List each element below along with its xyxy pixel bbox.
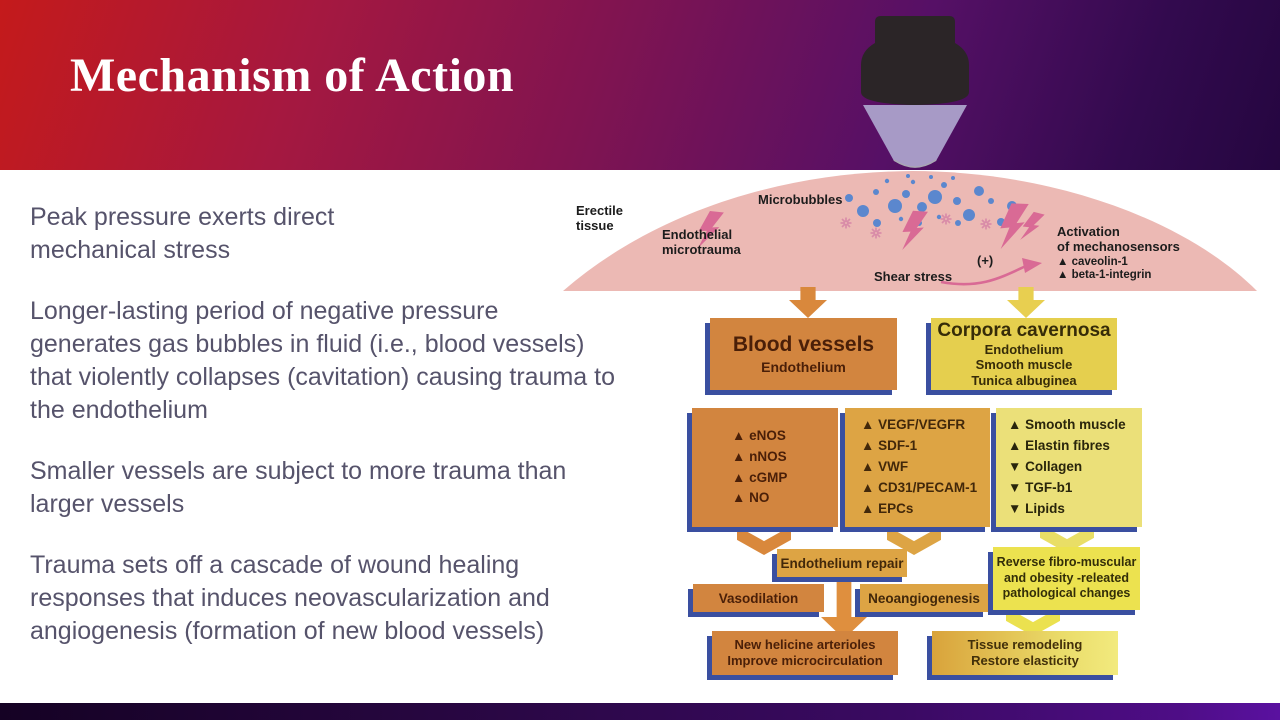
- paragraph-peak-pressure: Peak pressure exerts direct mechanical s…: [30, 203, 335, 264]
- box-vegf-mediators: ▲ VEGF/VEGFR ▲ SDF-1 ▲ VWF ▲ CD31/PECAM-…: [845, 408, 990, 527]
- header-band: Mechanism of Action: [0, 0, 1280, 170]
- box-endothelium-repair: Endothelium repair: [777, 549, 907, 577]
- reverse-pathological-label: Reverse fibro-muscular and obesity -rele…: [996, 555, 1137, 601]
- list-item: ▲ VWF: [861, 459, 909, 475]
- box-blood-vessels: Blood vessels Endothelium: [710, 318, 897, 390]
- paragraph-smaller-vessels: Smaller vessels are subject to more trau…: [30, 457, 567, 518]
- cavitation-star-icons: [840, 213, 992, 239]
- list-item: ▲ NO: [732, 490, 770, 506]
- list-item: ▲ cGMP: [732, 469, 788, 485]
- arrow-down-to-blood-vessels: [789, 287, 827, 318]
- corpora-line: Endothelium: [984, 341, 1064, 357]
- list-item: ▼ TGF-b1: [1008, 479, 1073, 495]
- label-caveolin: ▲ caveolin-1: [1057, 256, 1128, 268]
- list-item: ▼ Collagen: [1008, 459, 1083, 475]
- page-title: Mechanism of Action: [70, 49, 515, 102]
- list-item: ▼ Lipids: [1008, 500, 1065, 516]
- label-microbubbles: Microbubbles: [758, 192, 843, 207]
- arrow-down-to-corpora: [1007, 287, 1045, 318]
- box-vasodilation: Vasodilation: [693, 584, 824, 612]
- label-erectile-tissue: Erectile tissue: [576, 203, 623, 233]
- label-activation-mechanosensors: Activation of mechanosensors: [1057, 224, 1180, 254]
- box-tissue-mediators: ▲ Smooth muscle ▲ Elastin fibres ▼ Colla…: [996, 408, 1142, 527]
- list-item: ▲ EPCs: [861, 500, 914, 516]
- endothelium-repair-label: Endothelium repair: [780, 555, 904, 571]
- box-corpora-cavernosa: Corpora cavernosa Endothelium Smooth mus…: [931, 318, 1117, 390]
- list-item: ▲ Smooth muscle: [1008, 417, 1126, 433]
- label-endothelial-microtrauma: Endothelial microtrauma: [662, 227, 741, 257]
- list-item: ▲ Elastin fibres: [1008, 438, 1110, 454]
- helicine-label: New helicine arterioles Improve microcir…: [727, 636, 883, 668]
- box-enos-mediators: ▲ eNOS ▲ nNOS ▲ cGMP ▲ NO: [692, 408, 838, 527]
- corpora-line: Smooth muscle: [975, 357, 1073, 373]
- list-item: ▲ nNOS: [732, 448, 787, 464]
- microbubbles-cluster: [845, 174, 1017, 227]
- footer-band: [0, 703, 1280, 720]
- box-reverse-pathological: Reverse fibro-muscular and obesity -rele…: [993, 547, 1140, 610]
- label-beta-integrin: ▲ beta-1-integrin: [1057, 269, 1152, 281]
- box-new-helicine-arterioles: New helicine arterioles Improve microcir…: [712, 631, 898, 675]
- body-text-column: Peak pressure exerts direct mechanical s…: [30, 201, 710, 676]
- box-neoangiogenesis: Neoangiogenesis: [860, 584, 988, 612]
- shockwave-bolt-icons: [698, 203, 1045, 251]
- blood-vessels-sub: Endothelium: [761, 359, 846, 375]
- remodeling-label: Tissue remodeling Restore elasticity: [967, 636, 1083, 668]
- paragraph-wound-healing: Trauma sets off a cascade of wound heali…: [30, 551, 550, 645]
- label-plus-sign: (+): [977, 253, 994, 268]
- neoangiogenesis-label: Neoangiogenesis: [868, 590, 980, 606]
- blood-vessels-title: Blood vessels: [732, 333, 875, 356]
- paragraph-cavitation: Longer-lasting period of negative pressu…: [30, 297, 616, 424]
- corpora-line: Tunica albuginea: [971, 372, 1077, 388]
- box-tissue-remodeling: Tissue remodeling Restore elasticity: [932, 631, 1118, 675]
- list-item: ▲ SDF-1: [861, 438, 918, 454]
- list-item: ▲ eNOS: [732, 427, 786, 443]
- list-item: ▲ CD31/PECAM-1: [861, 479, 978, 495]
- corpora-title: Corpora cavernosa: [937, 319, 1111, 341]
- list-item: ▲ VEGF/VEGFR: [861, 417, 966, 433]
- label-shear-stress: Shear stress: [874, 269, 953, 284]
- vasodilation-label: Vasodilation: [718, 590, 799, 606]
